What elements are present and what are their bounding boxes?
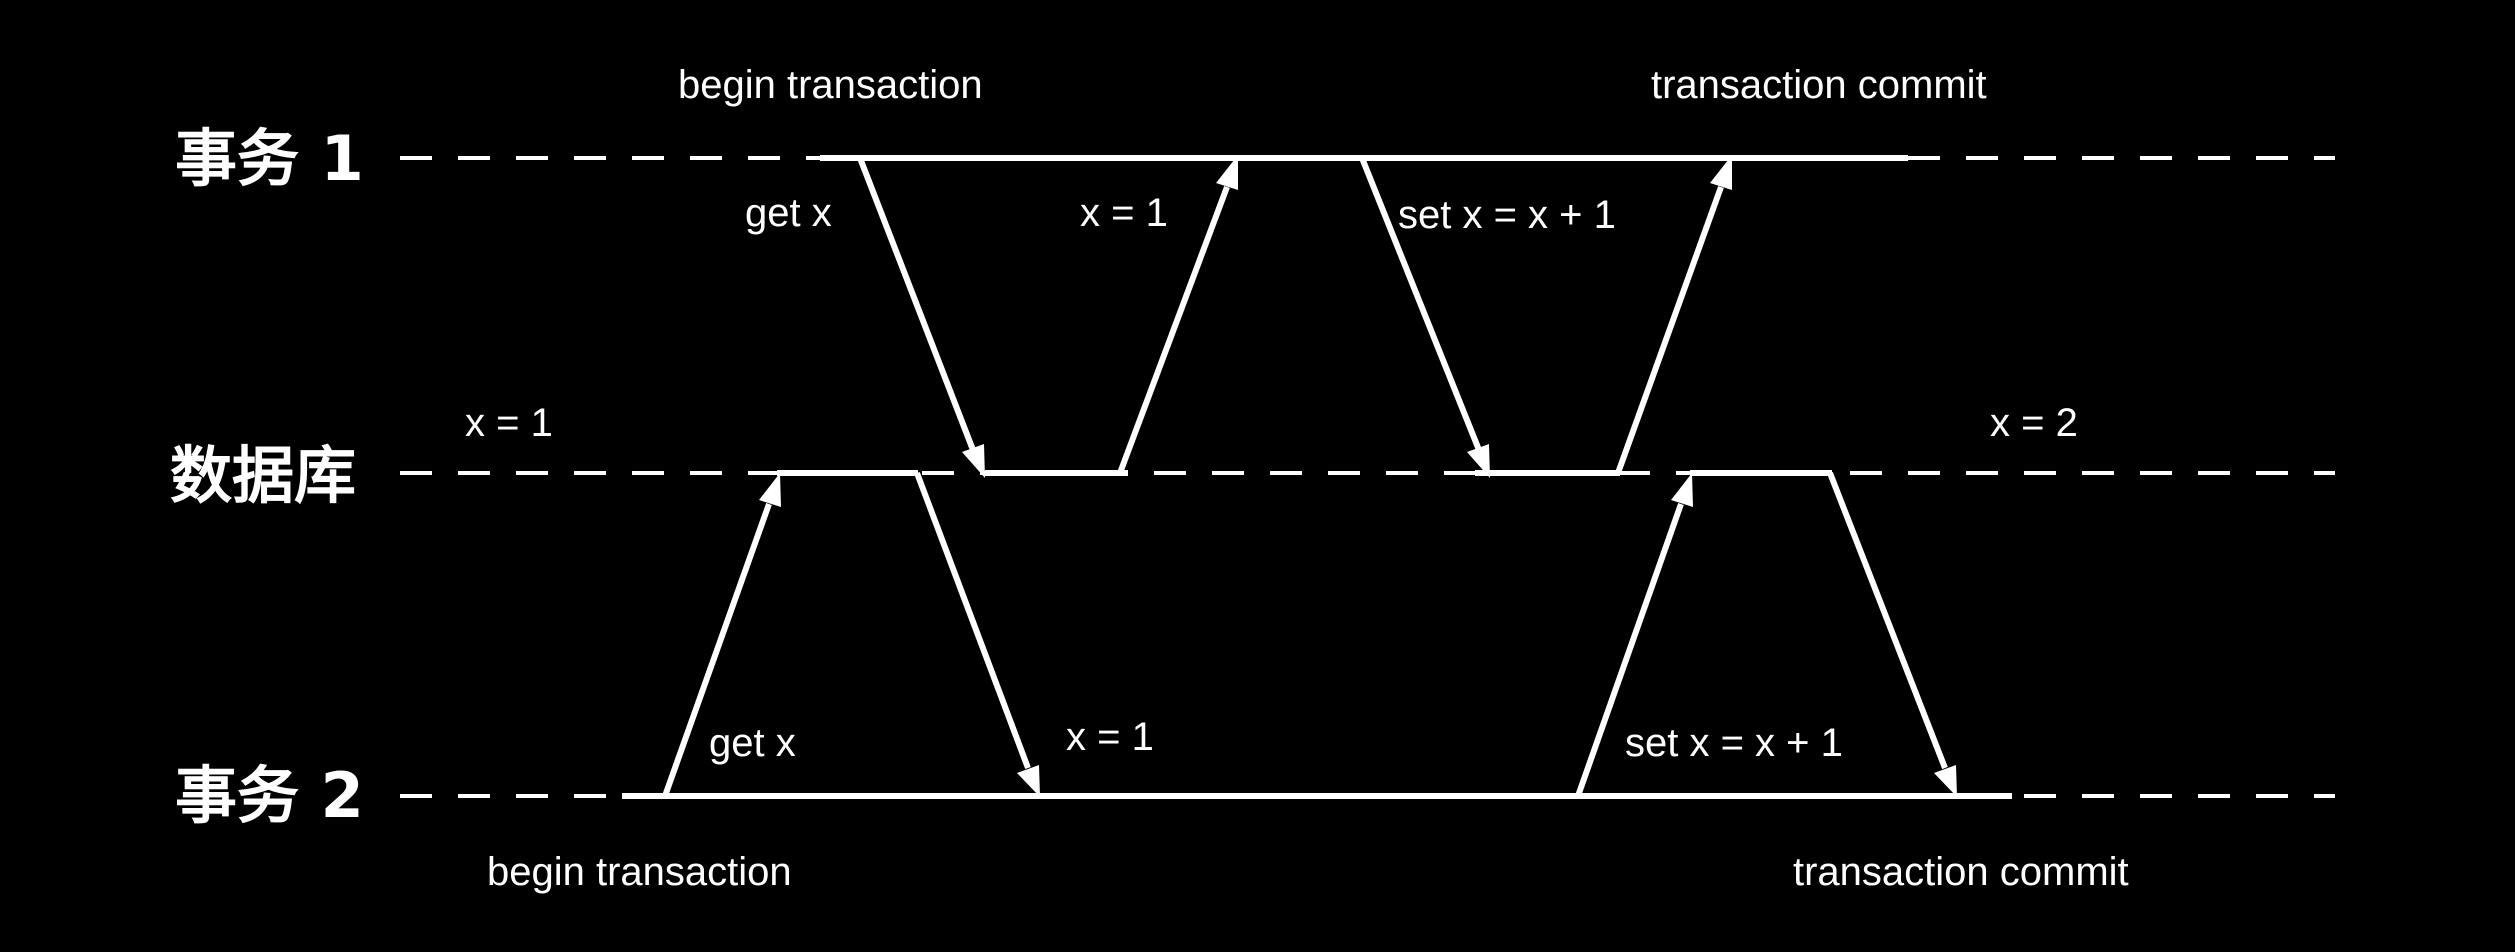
arrow-txn1-set-x [1359, 156, 1490, 478]
db-final-value: x = 2 [1990, 401, 2078, 445]
arrow-txn1-get-x-reply [1117, 155, 1238, 475]
txn2-get-x-reply-label: x = 1 [1066, 715, 1154, 759]
lane-label-txn1: 事务 1 [175, 122, 364, 195]
arrow-txn2-get-x [662, 473, 781, 798]
txn1-get-x-reply-label: x = 1 [1080, 191, 1168, 235]
arrow-txn1-get-x [857, 156, 985, 478]
txn2-get-x-label: get x [709, 721, 796, 765]
txn2-begin-label: begin transaction [487, 850, 792, 894]
txn1-get-x-label: get x [745, 191, 832, 235]
lane-label-db: 数据库 [170, 439, 356, 512]
db-initial-value: x = 1 [465, 401, 553, 445]
arrow-txn2-get-x-reply [914, 471, 1040, 797]
txn1-begin-label: begin transaction [678, 63, 983, 107]
txn2-commit-label: transaction commit [1793, 850, 2129, 894]
txn2-set-x-label: set x = x + 1 [1625, 721, 1843, 765]
txn1-commit-label: transaction commit [1651, 63, 1987, 107]
arrow-txn2-set-x [1575, 473, 1693, 797]
lane-label-txn2: 事务 2 [175, 759, 364, 832]
txn1-set-x-label: set x = x + 1 [1398, 193, 1616, 237]
arrow-txn1-set-x-reply [1615, 155, 1732, 475]
arrow-txn2-set-x-reply [1827, 471, 1957, 797]
